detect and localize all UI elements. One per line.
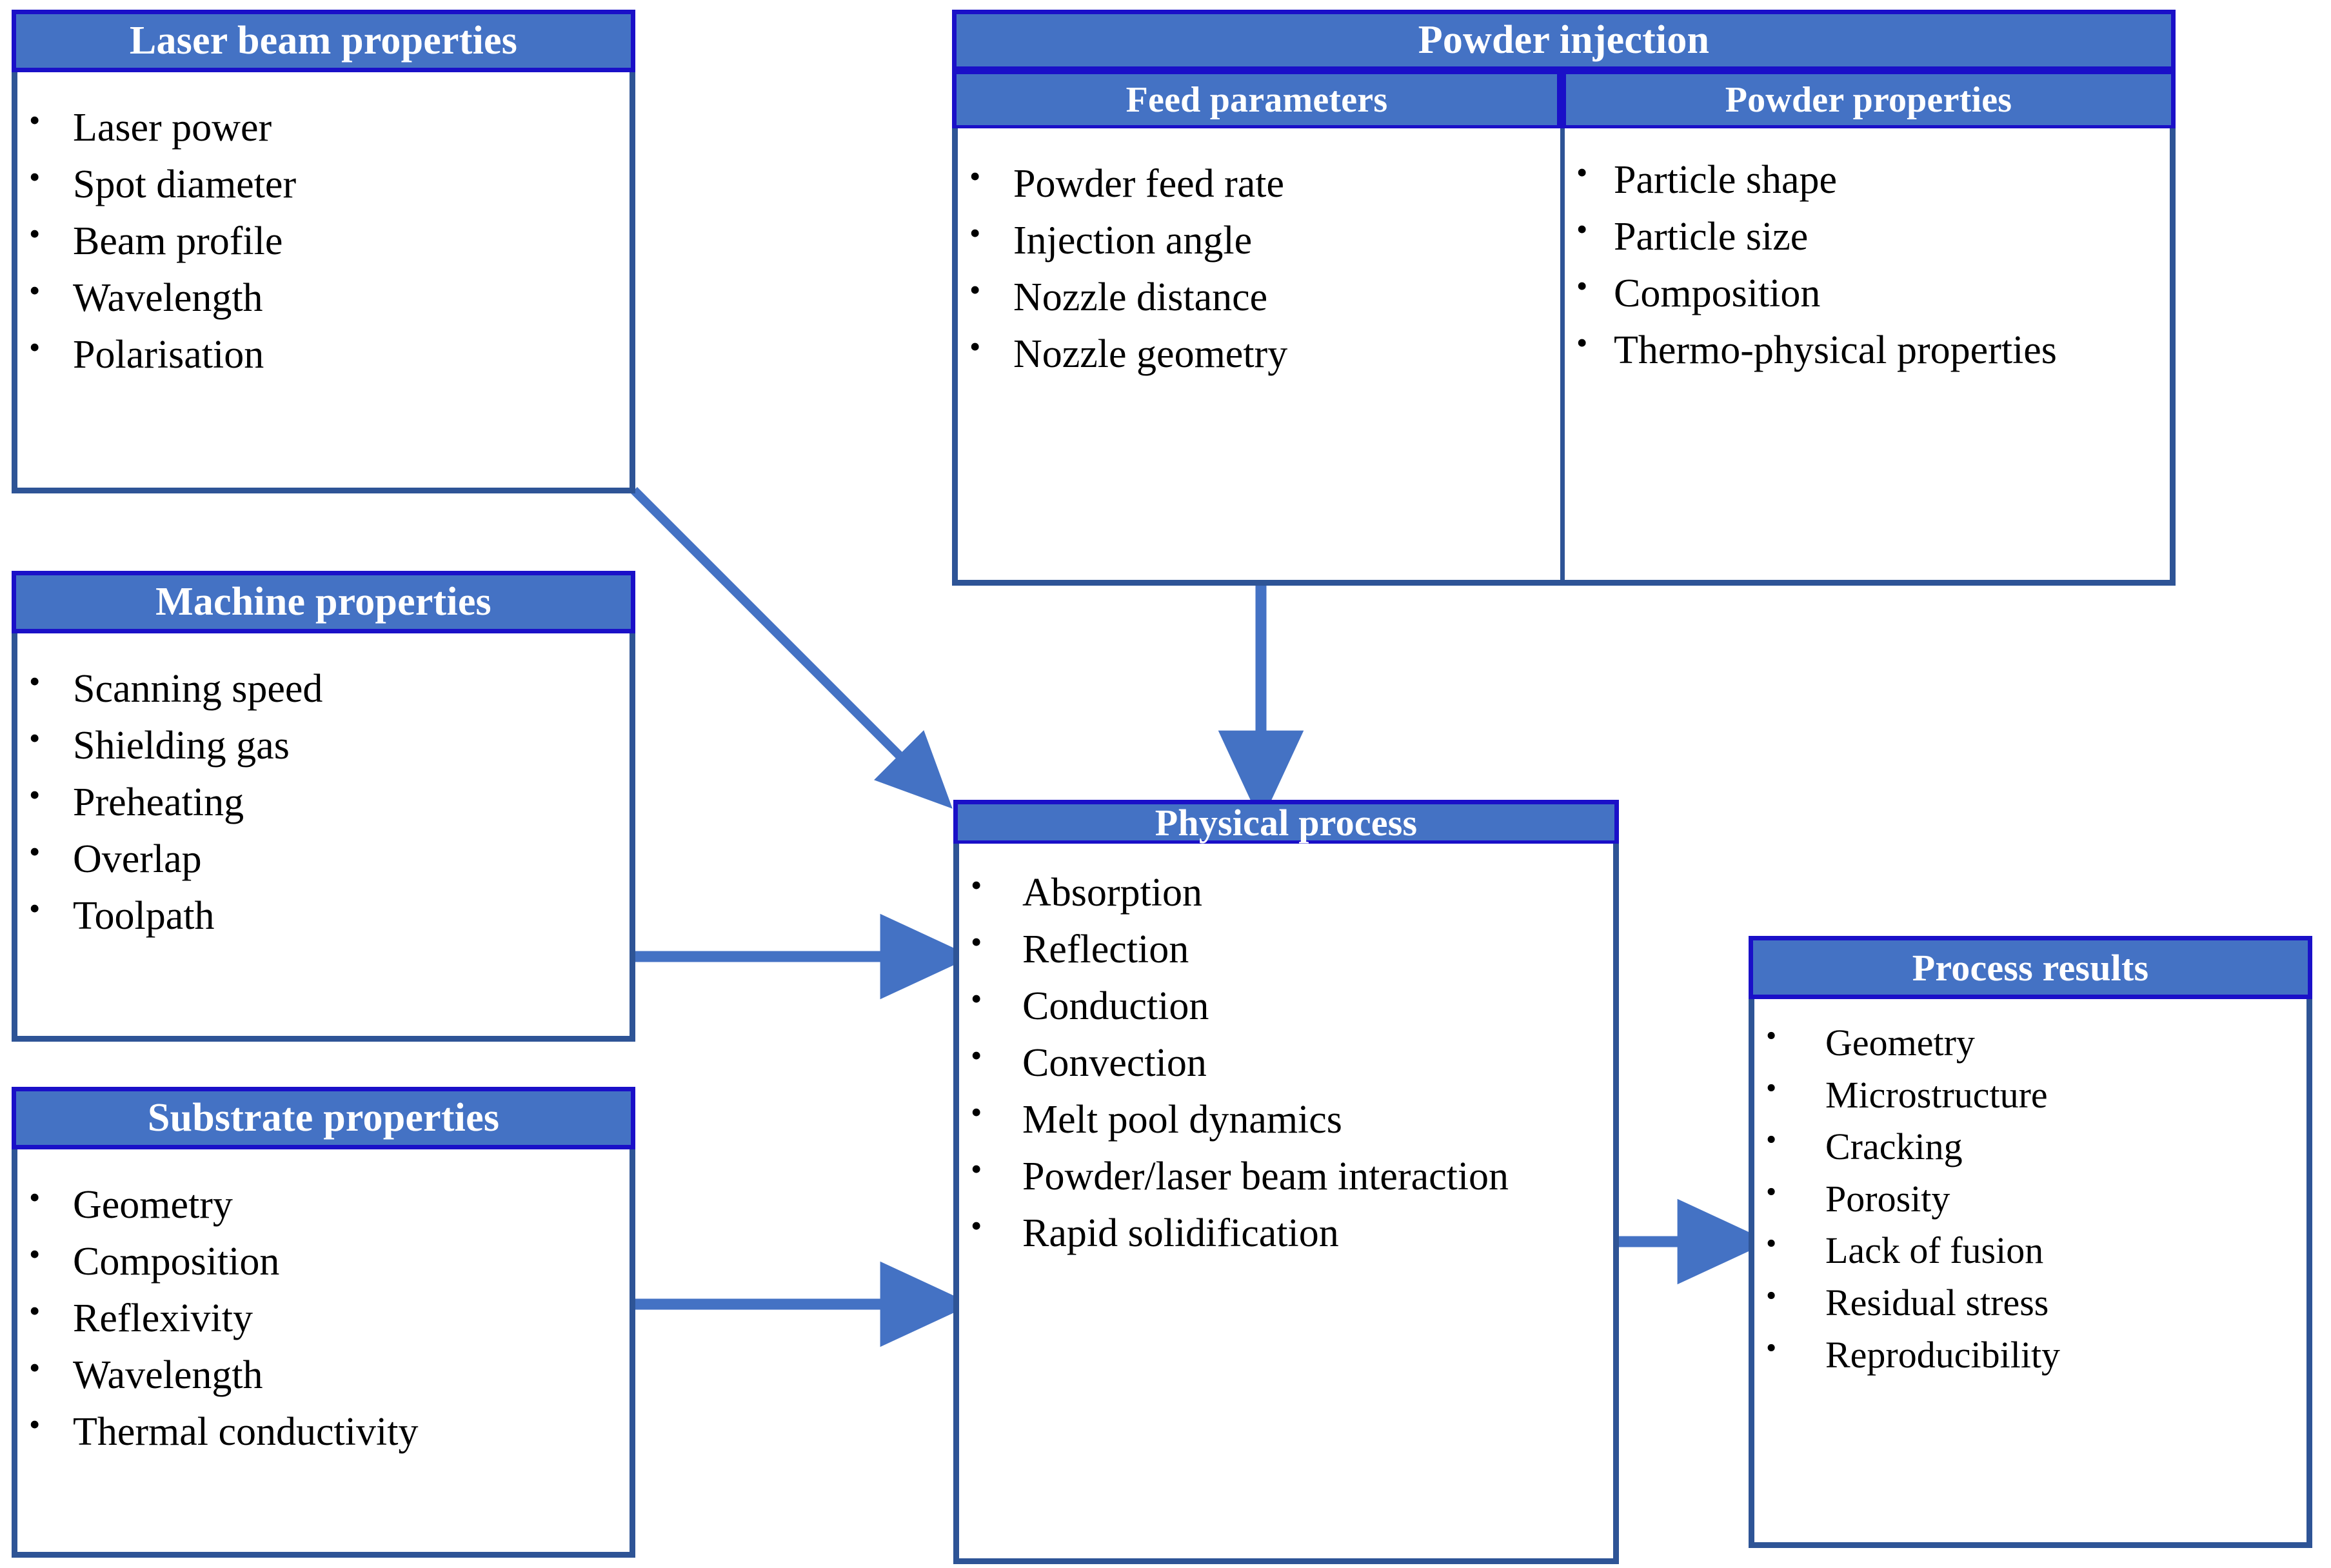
list-item: Toolpath bbox=[17, 886, 630, 944]
laser-beam-properties-header: Laser beam properties bbox=[12, 10, 635, 72]
list-item: Wavelength bbox=[17, 1345, 630, 1404]
list-item: Porosity bbox=[1754, 1172, 2306, 1226]
list-item: Particle size bbox=[1565, 207, 2170, 265]
substrate-properties-header: Substrate properties bbox=[12, 1087, 635, 1149]
list-item: Cracking bbox=[1754, 1120, 2306, 1173]
list-item: Wavelength bbox=[17, 268, 630, 326]
powder-properties-header: Powder properties bbox=[1562, 70, 2176, 130]
list-item: Lack of fusion bbox=[1754, 1224, 2306, 1277]
list-item: Geometry bbox=[17, 1175, 630, 1233]
feed-parameters-column: Powder feed rate Injection angle Nozzle … bbox=[958, 128, 1565, 580]
list-item: Reflexivity bbox=[17, 1289, 630, 1347]
list-item: Thermal conductivity bbox=[17, 1402, 630, 1460]
powder-properties-list: Particle shape Particle size Composition… bbox=[1565, 150, 2170, 379]
list-item: Residual stress bbox=[1754, 1276, 2306, 1329]
list-item: Powder/laser beam interaction bbox=[959, 1147, 1613, 1205]
powder-properties-column: Particle shape Particle size Composition… bbox=[1565, 128, 2170, 580]
list-item: Composition bbox=[1565, 264, 2170, 322]
list-item: Conduction bbox=[959, 977, 1613, 1035]
list-item: Thermo-physical properties bbox=[1565, 321, 2170, 379]
machine-properties-header: Machine properties bbox=[12, 571, 635, 633]
list-item: Injection angle bbox=[958, 211, 1560, 269]
powder-injection-body: Powder feed rate Injection angle Nozzle … bbox=[952, 128, 2176, 586]
feed-parameters-header: Feed parameters bbox=[952, 70, 1562, 130]
list-item: Overlap bbox=[17, 829, 630, 888]
substrate-properties-body: Geometry Composition Reflexivity Wavelen… bbox=[12, 1149, 635, 1558]
substrate-properties-list: Geometry Composition Reflexivity Wavelen… bbox=[17, 1175, 630, 1460]
list-item: Reflection bbox=[959, 920, 1613, 978]
arrow-laser-beam-to-physical-process bbox=[631, 487, 953, 809]
process-results-list: Geometry Microstructure Cracking Porosit… bbox=[1754, 1016, 2306, 1382]
list-item: Particle shape bbox=[1565, 150, 2170, 208]
process-results-body: Geometry Microstructure Cracking Porosit… bbox=[1749, 999, 2312, 1548]
powder-injection-header: Powder injection bbox=[952, 10, 2176, 71]
list-item: Spot diameter bbox=[17, 155, 630, 213]
list-item: Nozzle geometry bbox=[958, 324, 1560, 382]
machine-properties-list: Scanning speed Shielding gas Preheating … bbox=[17, 659, 630, 944]
list-item: Beam profile bbox=[17, 212, 630, 270]
feed-parameters-list: Powder feed rate Injection angle Nozzle … bbox=[958, 154, 1560, 382]
list-item: Laser power bbox=[17, 98, 630, 156]
list-item: Reproducibility bbox=[1754, 1328, 2306, 1382]
list-item: Nozzle distance bbox=[958, 268, 1560, 326]
list-item: Scanning speed bbox=[17, 659, 630, 717]
list-item: Absorption bbox=[959, 863, 1613, 921]
list-item: Microstructure bbox=[1754, 1068, 2306, 1122]
physical-process-body: Absorption Reflection Conduction Convect… bbox=[953, 844, 1619, 1564]
list-item: Convection bbox=[959, 1033, 1613, 1091]
list-item: Melt pool dynamics bbox=[959, 1090, 1613, 1148]
process-results-header: Process results bbox=[1749, 936, 2312, 999]
physical-process-header: Physical process bbox=[953, 800, 1619, 845]
list-item: Powder feed rate bbox=[958, 154, 1560, 212]
list-item: Preheating bbox=[17, 773, 630, 831]
machine-properties-body: Scanning speed Shielding gas Preheating … bbox=[12, 633, 635, 1042]
laser-beam-properties-body: Laser power Spot diameter Beam profile W… bbox=[12, 72, 635, 493]
physical-process-list: Absorption Reflection Conduction Convect… bbox=[959, 863, 1613, 1262]
list-item: Polarisation bbox=[17, 325, 630, 383]
list-item: Geometry bbox=[1754, 1016, 2306, 1069]
list-item: Composition bbox=[17, 1232, 630, 1290]
list-item: Shielding gas bbox=[17, 716, 630, 774]
list-item: Rapid solidification bbox=[959, 1204, 1613, 1262]
laser-beam-properties-list: Laser power Spot diameter Beam profile W… bbox=[17, 98, 630, 383]
